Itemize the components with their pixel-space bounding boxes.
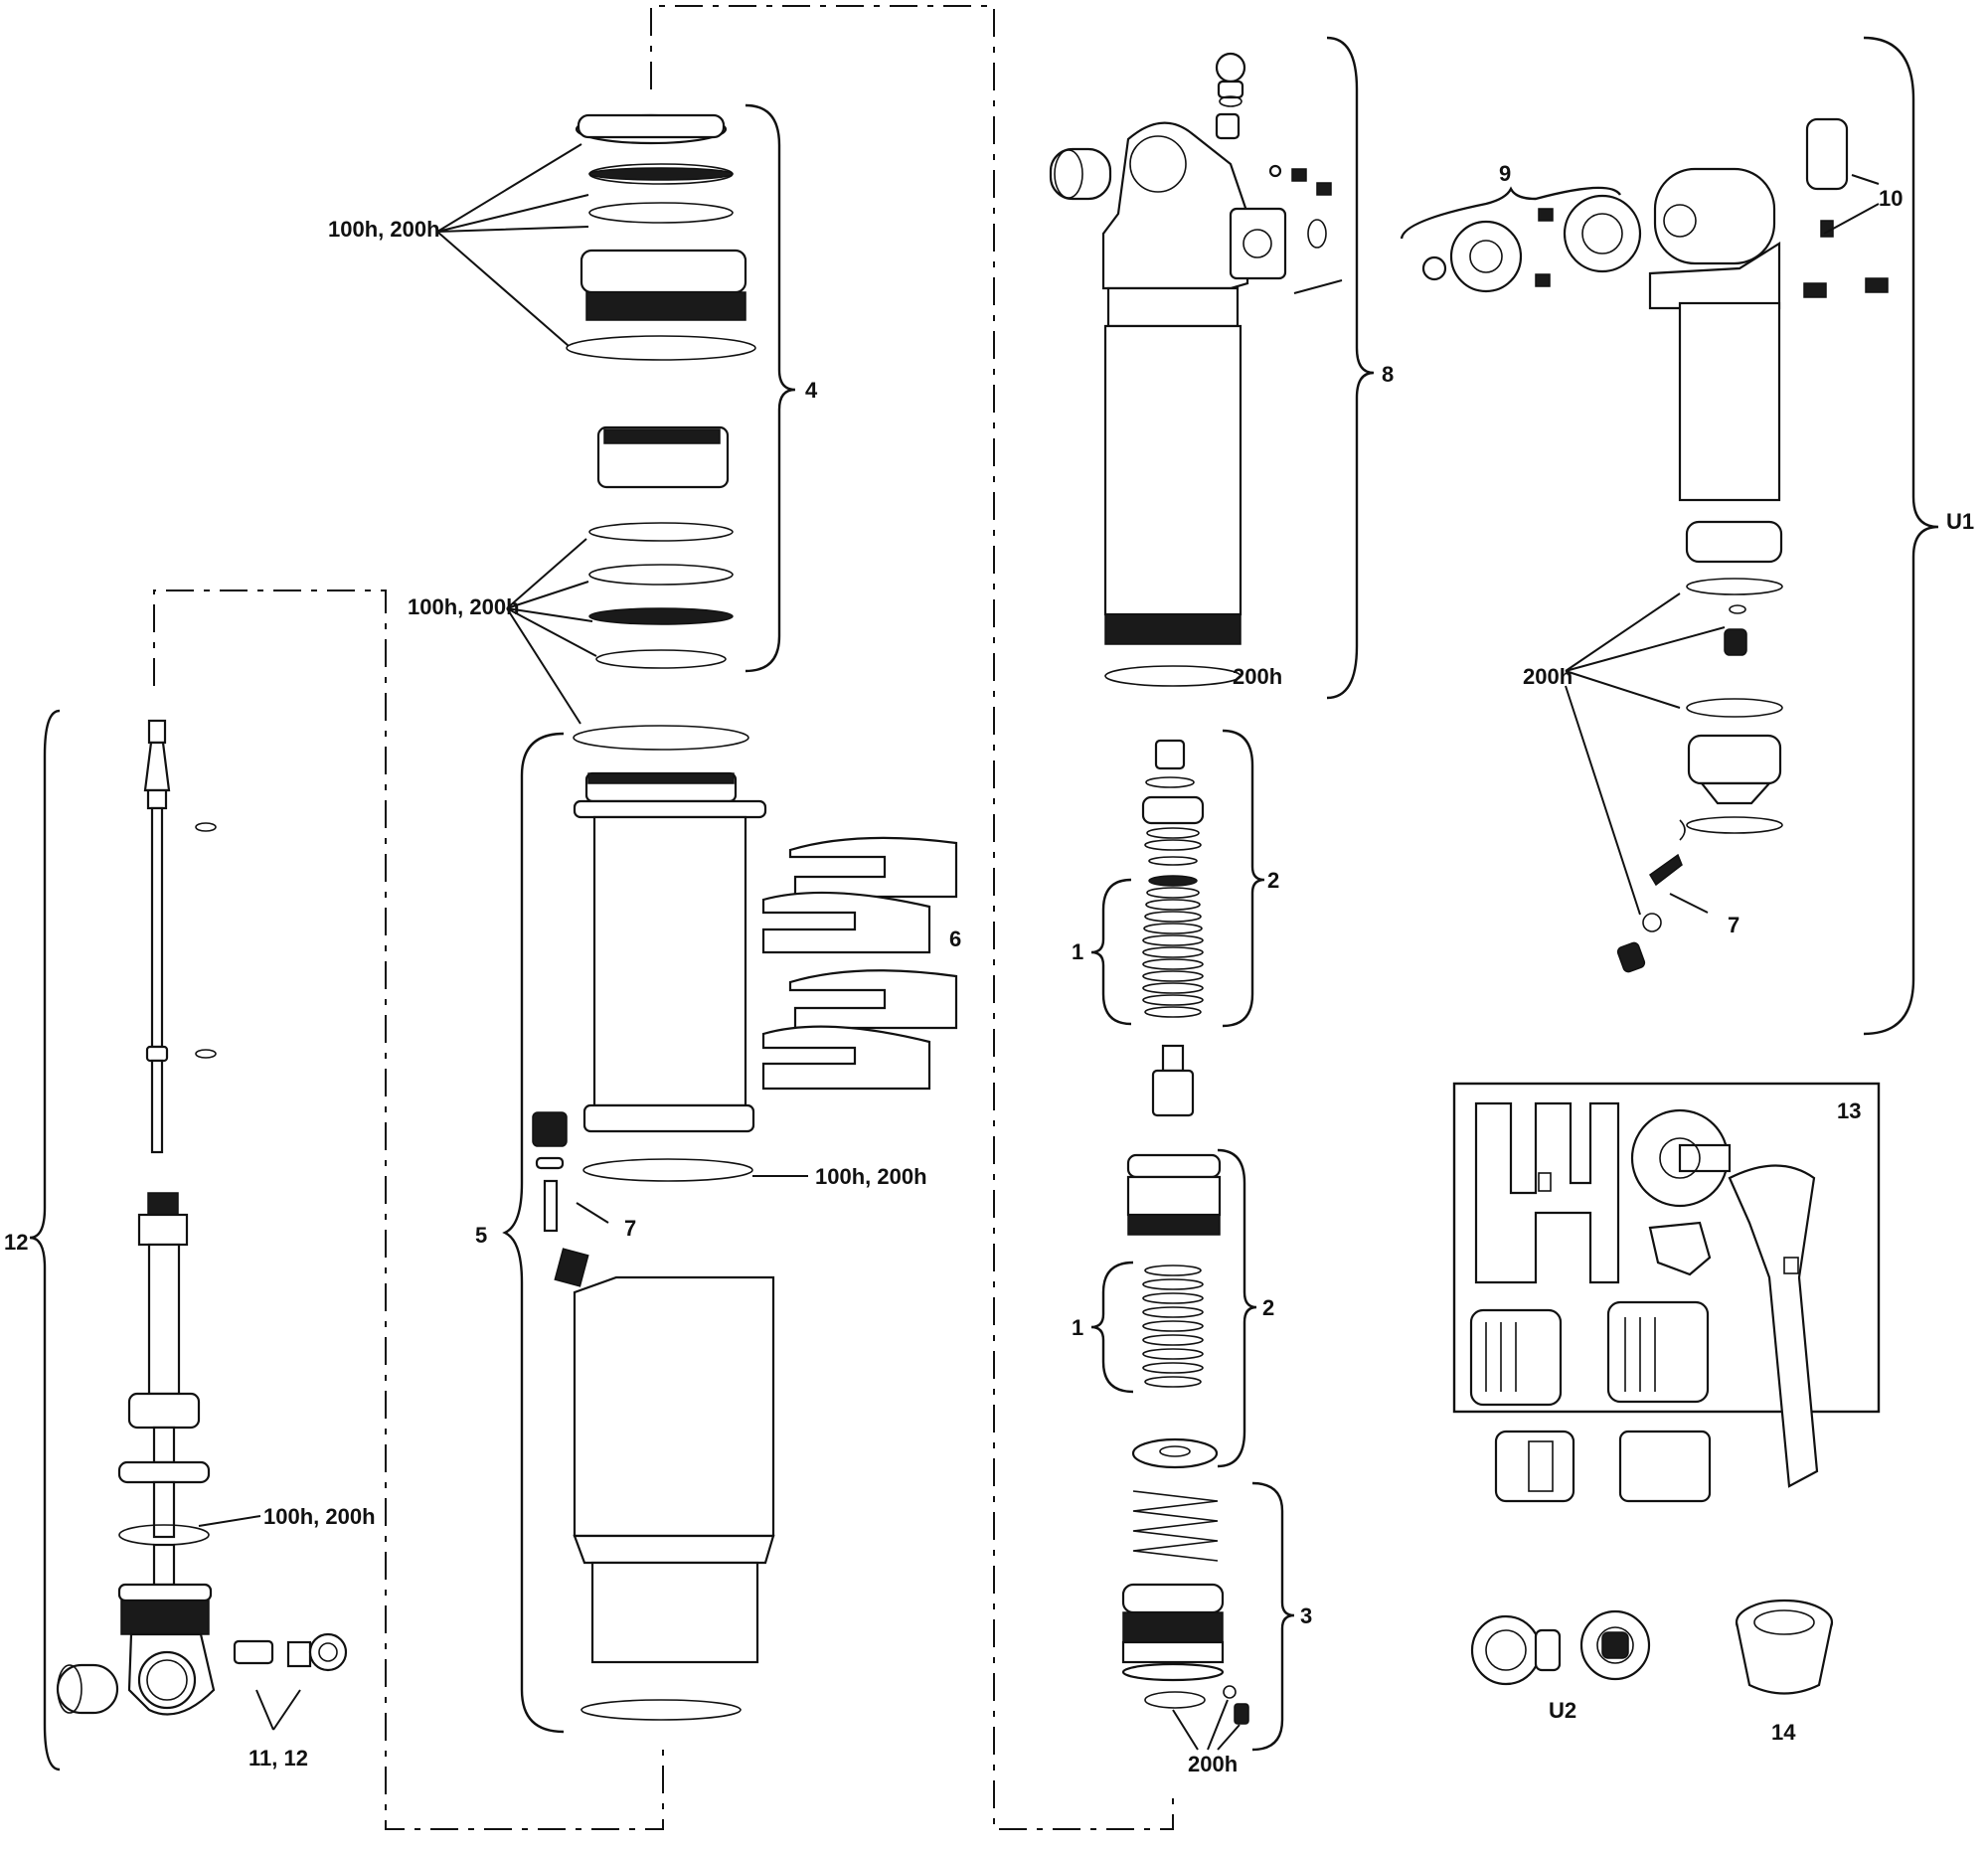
seal-head-assembly: [436, 103, 796, 725]
shim-stack-lower: [1142, 1265, 1204, 1388]
tool-kit-box: [1452, 1082, 1881, 1503]
callout-11-12: 11, 12: [248, 1746, 308, 1771]
callout-13: 13: [1837, 1098, 1861, 1123]
callout-9: 9: [1499, 161, 1511, 186]
service-note-shaft: 100h, 200h: [263, 1504, 376, 1529]
shim-stack-upper: [1142, 875, 1204, 1018]
socket-tool: [1735, 1599, 1834, 1695]
callout-12: 12: [4, 1230, 28, 1255]
callout-10: 10: [1879, 186, 1903, 211]
callout-2-upper: 2: [1267, 868, 1279, 893]
callout-U2: U2: [1549, 1698, 1576, 1723]
callout-5: 5: [475, 1223, 487, 1248]
callout-8: 8: [1382, 362, 1394, 387]
callout-7-reservoir: 7: [1728, 913, 1740, 937]
volume-spacers: [761, 836, 958, 1091]
callout-labels: 4 5 6 7 7 8 9 10 11, 12 12 13 14 U1 U2 2…: [4, 161, 1974, 1771]
callout-3: 3: [1300, 1603, 1312, 1628]
callout-7-can: 7: [624, 1216, 636, 1241]
service-note-top: 100h, 200h: [328, 217, 440, 242]
callout-U1: U1: [1946, 509, 1974, 534]
damper-caps: [1470, 1609, 1651, 1686]
callout-4: 4: [805, 378, 818, 403]
service-note-lower: 200h: [1188, 1752, 1238, 1776]
callout-1-upper: 1: [1072, 939, 1083, 964]
shaft-assembly: [29, 709, 348, 1771]
assembly-path-lines: [153, 5, 1174, 1830]
damper-stack-assembly: [1090, 729, 1265, 1469]
callout-6: 6: [949, 927, 961, 951]
callout-2-lower: 2: [1262, 1295, 1274, 1320]
callout-14: 14: [1771, 1720, 1796, 1745]
callout-1-lower: 1: [1072, 1315, 1083, 1340]
lower-spring-assembly: [1121, 1481, 1295, 1752]
reservoir-assembly: [1400, 36, 1939, 1036]
service-note-air-can: 100h, 200h: [815, 1164, 927, 1189]
shock-body-assembly: [1049, 36, 1375, 700]
service-note-reservoir: 200h: [1523, 664, 1573, 689]
service-interval-labels: 100h, 200h 100h, 200h 100h, 200h 100h, 2…: [263, 217, 1573, 1776]
air-can-assembly: [502, 725, 808, 1734]
service-note-body: 200h: [1233, 664, 1282, 689]
service-note-middle: 100h, 200h: [408, 594, 520, 619]
